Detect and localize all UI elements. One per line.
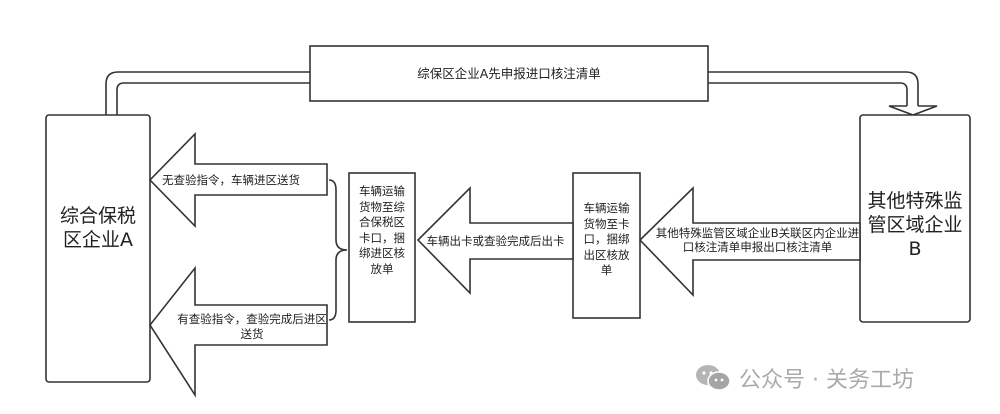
banner-label: 综保区企业A先申报进口核注清单 — [417, 66, 601, 81]
top-connector-arrowhead — [888, 105, 938, 116]
checkpoint-out-label: 车辆运输货物至卡口，捆绑出区核放单 — [583, 201, 630, 277]
enterprise-b-label: 其他特殊监管区域企业B — [867, 190, 963, 260]
arrow-b-declare — [638, 186, 861, 297]
with-inspection-label: 有查验指令，查验完成后进区送货 — [177, 312, 327, 341]
checkpoint-in-label: 车辆运输货物至综合保税区卡口，捆绑进区核放单 — [359, 184, 405, 276]
enterprise-a-box — [45, 114, 151, 383]
checkpoint-in-box — [348, 172, 416, 323]
banner-box — [309, 45, 709, 102]
watermark: 公众号 · 关务工坊 — [695, 362, 914, 394]
checkpoint-out-box — [572, 172, 641, 319]
wechat-icon — [696, 365, 731, 391]
arrow-exit-gate — [416, 186, 574, 295]
arrow-with-inspection — [149, 265, 328, 398]
brace — [328, 179, 348, 321]
exit-gate-label: 车辆出卡或查验完成后出卡 — [426, 234, 565, 248]
b-declare-label: 其他特殊监管区域企业B关联区内企业进口核注清单申报出口核注清单 — [655, 226, 860, 254]
arrow-no-inspection — [148, 132, 328, 228]
watermark-text: 公众号 · 关务工坊 — [739, 368, 914, 393]
enterprise-a-label: 综合保税区企业A — [59, 205, 136, 251]
enterprise-b-box — [859, 114, 971, 323]
no-inspection-label: 无查验指令，车辆进区送货 — [162, 173, 300, 187]
